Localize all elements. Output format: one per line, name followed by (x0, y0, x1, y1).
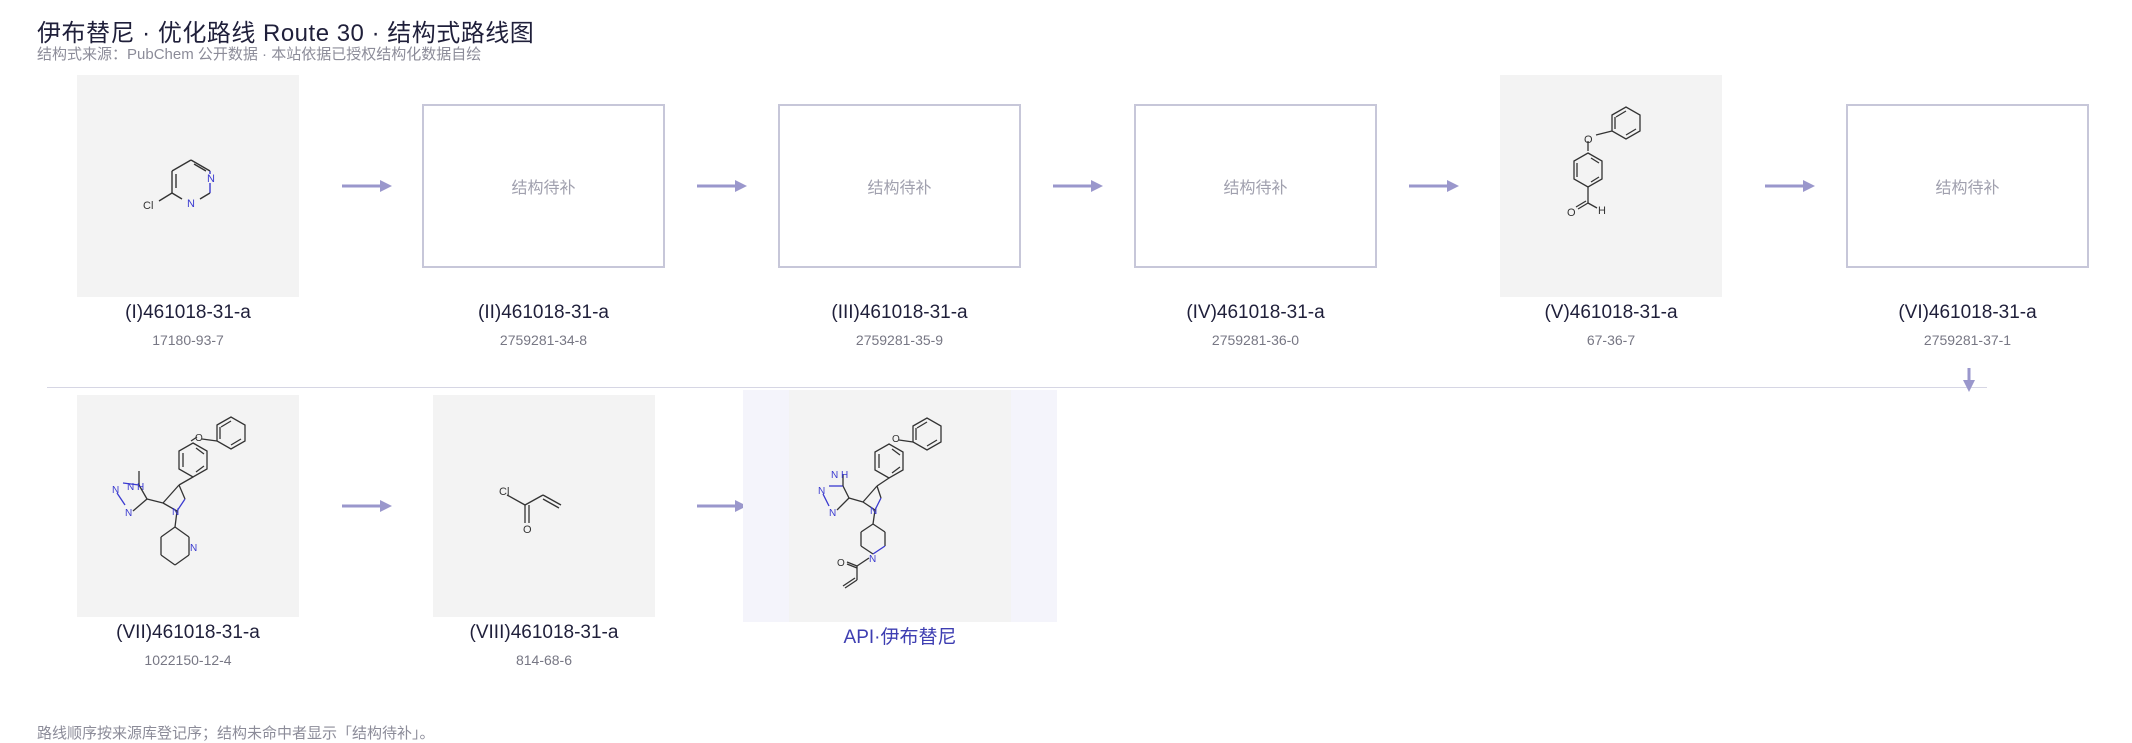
arrow-7-8 (342, 500, 392, 512)
placeholder-text: 结构待补 (511, 180, 576, 197)
node-label: (VI)461018-31-a (1898, 302, 2037, 323)
structure-image-node-8: Cl O (433, 395, 655, 617)
node-label: (I)461018-31-a (125, 302, 251, 323)
node-cas: 2759281-35-9 (855, 332, 944, 348)
placeholder-text: 结构待补 (867, 180, 932, 197)
arrow-4-5 (1409, 180, 1459, 192)
atom-cl: Cl (499, 486, 509, 498)
structure-image-api: N H N N N N O O (789, 390, 1011, 622)
atom-nh-h: H (841, 470, 848, 481)
atom-n: N (172, 507, 179, 518)
arrow-1-2 (342, 180, 392, 192)
structure-placeholder-node-6: 结构待补 (1846, 104, 2089, 268)
node-cas: 1022150-12-4 (144, 652, 232, 668)
atom-nh: N (831, 470, 838, 481)
atom-n: N (190, 543, 197, 554)
structure-image-node-1: N N Cl (77, 75, 299, 297)
page-title: 伊布替尼 · 优化路线 Route 30 · 结构式路线图 (37, 20, 535, 47)
placeholder-text: 结构待补 (1223, 180, 1288, 197)
node-cas: 2759281-34-8 (499, 332, 588, 348)
atom-h: H (1598, 205, 1606, 217)
node-label: (IV)461018-31-a (1186, 302, 1325, 323)
structure-image-node-7: N H N N N N O (77, 395, 299, 617)
atom-n: N (125, 508, 132, 519)
row-divider (47, 387, 1987, 388)
atom-n: N (112, 485, 119, 496)
source-note: 结构式来源：PubChem 公开数据 · 本站依据已授权结构化数据自绘 (37, 46, 482, 63)
node-label: (VII)461018-31-a (116, 622, 260, 643)
node-cas: 17180-93-7 (152, 332, 224, 348)
atom-cl: Cl (143, 200, 153, 212)
atom-o: O (892, 434, 900, 445)
atom-o: O (1584, 134, 1593, 146)
structure-placeholder-node-2: 结构待补 (422, 104, 665, 268)
arrow-5-6 (1765, 180, 1815, 192)
footnote: 路线顺序按来源库登记序；结构未命中者显示「结构待补」。 (37, 725, 435, 742)
atom-o: O (1567, 207, 1576, 219)
node-cas: 67-36-7 (1586, 332, 1636, 348)
atom-o: O (523, 524, 532, 536)
atom-n: N (207, 173, 215, 185)
node-label: (III)461018-31-a (831, 302, 968, 323)
structure-placeholder-node-3: 结构待补 (778, 104, 1021, 268)
atom-o: O (837, 558, 845, 569)
node-cas: 814-68-6 (515, 652, 573, 668)
placeholder-text: 结构待补 (1935, 180, 2000, 197)
arrow-8-api (697, 500, 747, 512)
atom-n: N (870, 506, 877, 517)
atom-n: N (829, 508, 836, 519)
atom-nh: N (127, 482, 134, 493)
node-cas: 2759281-36-0 (1211, 332, 1300, 348)
structure-image-node-5: O O H (1500, 75, 1722, 297)
node-label: (II)461018-31-a (478, 302, 609, 323)
node-label: (V)461018-31-a (1544, 302, 1678, 323)
wrap-down-arrow (1963, 368, 1975, 392)
atom-nh-h: H (137, 482, 144, 493)
atom-n: N (187, 198, 195, 210)
api-label: API·伊布替尼 (843, 627, 957, 648)
structure-placeholder-node-4: 结构待补 (1134, 104, 1377, 268)
atom-o: O (195, 433, 203, 444)
node-cas: 2759281-37-1 (1923, 332, 2012, 348)
atom-n: N (869, 554, 876, 565)
atom-n: N (818, 486, 825, 497)
arrow-2-3 (697, 180, 747, 192)
node-label: (VIII)461018-31-a (469, 622, 619, 643)
arrow-3-4 (1053, 180, 1103, 192)
